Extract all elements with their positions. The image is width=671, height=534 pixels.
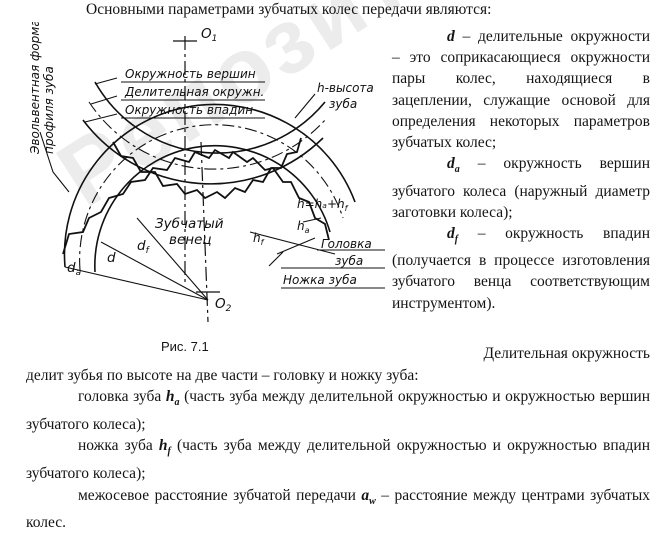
symbol-da: da xyxy=(447,155,460,176)
ring-label: Зубчатый xyxy=(155,216,224,232)
document-page: Репозиторий БНТУ Основными параметрами з… xyxy=(25,0,671,531)
ring-label-2: венец xyxy=(169,232,212,248)
upper-root-circle xyxy=(82,119,324,185)
definitions-column: d – делительные окружности – это соприка… xyxy=(392,26,650,314)
lower-gear-teeth xyxy=(62,148,330,255)
tip-circle-label: Окружность вершин xyxy=(125,67,256,81)
lower-tip-circle xyxy=(63,103,356,268)
o1-label: O1 xyxy=(201,26,217,44)
body-text: Делительная окружность делит зубья по вы… xyxy=(26,343,650,534)
definition-d: d – делительные окружности – это соприка… xyxy=(392,26,650,153)
foot-label: Ножка зуба xyxy=(283,273,357,287)
involute-label: Эвольвентная форма xyxy=(28,22,42,155)
symbol-aw: aw xyxy=(361,486,376,507)
intro-line: Основными параметрами зубчатых колес пер… xyxy=(86,1,492,18)
symbol-hf: hf xyxy=(158,437,171,458)
head-label-2: зуба xyxy=(335,254,363,268)
definition-da: da – окружность вершин зубчатого колеса … xyxy=(392,153,650,223)
figure-caption: Рис. 7.1 xyxy=(161,339,209,354)
definition-da-text: – окружность вершин зубчатого колеса (на… xyxy=(392,155,650,221)
df-label: df xyxy=(137,238,151,256)
o2-label: O2 xyxy=(215,296,232,314)
body-line-1: Делительная окружность xyxy=(483,345,650,362)
da-label: da xyxy=(67,260,81,278)
d-dimension-line xyxy=(100,241,209,301)
body-hf: ножка зуба hf (часть зуба между делитель… xyxy=(26,437,650,483)
gear-figure: O1 O2 Окружность вершин Делительная окру… xyxy=(25,22,390,350)
definition-df-text: – окружность впадин (получается в процес… xyxy=(392,224,650,312)
df-dimension-line xyxy=(136,217,209,301)
body-aw: межосевое расстояние зубчатой передачи a… xyxy=(26,486,651,532)
d-label: d xyxy=(107,250,116,266)
head-label: Головка xyxy=(321,237,372,251)
ha-label: ha xyxy=(297,219,310,235)
upper-pitch-circle xyxy=(88,101,326,170)
h-formula-label: h=hₐ+hf xyxy=(297,197,349,213)
upper-tip-circle xyxy=(94,81,326,154)
tooth-height-label: h-высота xyxy=(317,81,374,95)
root-circle-label: Окружность впадин xyxy=(125,103,253,117)
symbol-df: df xyxy=(447,224,459,246)
da-dimension-line xyxy=(64,266,209,301)
symbol-ha: ha xyxy=(165,388,180,409)
upper-gear-teeth xyxy=(112,137,302,200)
hf-label: hf xyxy=(253,231,265,247)
gear-diagram: O1 O2 Окружность вершин Делительная окру… xyxy=(28,22,385,323)
body-ha: головка зуба ha (часть зуба между делите… xyxy=(26,388,650,433)
definition-d-text: – делительные окружности – это соприкаса… xyxy=(392,28,650,152)
tooth-height-label-2: зуба xyxy=(329,97,357,111)
lower-pitch-circle xyxy=(79,124,344,271)
symbol-d: d xyxy=(447,28,455,45)
pitch-circle-label: Делительная окружн. xyxy=(124,85,264,99)
body-line-2: делит зубья по высоте на две части – гол… xyxy=(26,366,419,384)
involute-label-2: профиля зуба xyxy=(42,66,56,154)
lower-root-circle xyxy=(94,144,331,273)
definition-df: df – окружность впадин (получается в про… xyxy=(392,223,650,314)
